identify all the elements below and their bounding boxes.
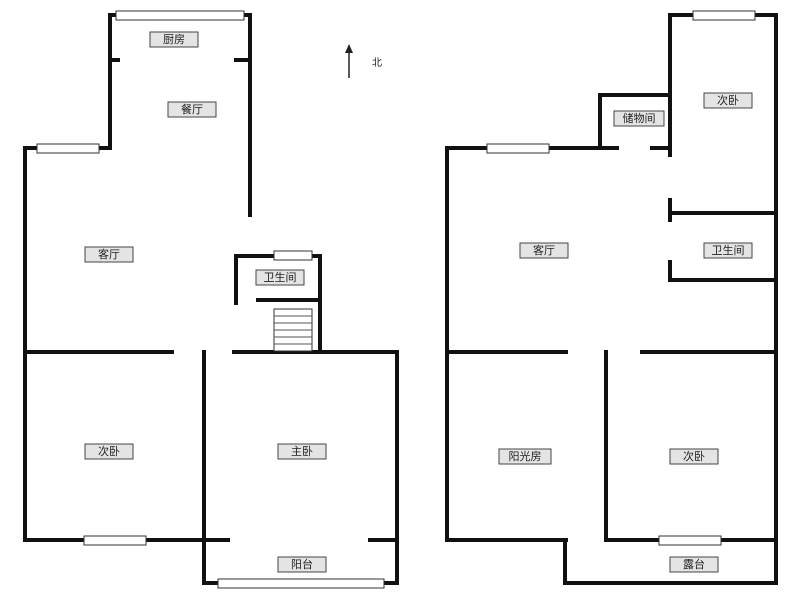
left-unit-walls bbox=[23, 13, 399, 585]
balcony-window bbox=[217, 578, 385, 589]
room-label-second-bedroom-left: 次卧 bbox=[84, 443, 134, 460]
room-label-living-right: 客厅 bbox=[519, 242, 569, 259]
room-label-kitchen-text: 厨房 bbox=[163, 33, 185, 46]
room-label-terrace: 露台 bbox=[669, 556, 719, 573]
room-label-bathroom-left: 卫生间 bbox=[255, 269, 305, 286]
room-label-second-bedroom-top: 次卧 bbox=[703, 92, 753, 109]
bathroom-window-left bbox=[273, 250, 313, 261]
north-arrow-head-icon bbox=[345, 44, 353, 53]
room-label-storage: 储物间 bbox=[613, 110, 665, 127]
room-label-second-bedroom-top-text: 次卧 bbox=[717, 93, 739, 107]
north-arrow: 北 bbox=[345, 44, 382, 78]
room-label-sunroom: 阳光房 bbox=[498, 448, 552, 465]
room-label-kitchen: 厨房 bbox=[149, 31, 199, 48]
room-label-dining: 餐厅 bbox=[167, 101, 217, 118]
bedroom-bottom-window bbox=[658, 535, 722, 546]
room-label-bathroom-left-text: 卫生间 bbox=[264, 270, 297, 284]
room-label-living-left: 客厅 bbox=[84, 246, 134, 263]
right-unit: 储物间 次卧 客厅 卫生间 阳光房 次卧 露台 bbox=[445, 10, 778, 585]
room-label-balcony: 阳台 bbox=[277, 556, 327, 573]
room-label-living-left-text: 客厅 bbox=[98, 247, 120, 261]
stairs bbox=[273, 308, 313, 352]
room-label-storage-text: 储物间 bbox=[623, 111, 656, 125]
room-label-second-bedroom-left-text: 次卧 bbox=[98, 444, 120, 458]
bedroom-top-window bbox=[692, 10, 756, 21]
room-label-bathroom-right: 卫生间 bbox=[703, 242, 753, 259]
room-label-terrace-text: 露台 bbox=[683, 557, 705, 571]
room-label-living-right-text: 客厅 bbox=[533, 243, 555, 257]
room-label-dining-text: 餐厅 bbox=[181, 102, 203, 116]
room-label-second-bedroom-bottom-text: 次卧 bbox=[683, 449, 705, 463]
room-label-bathroom-right-text: 卫生间 bbox=[712, 243, 745, 257]
living-window-left bbox=[36, 143, 100, 154]
living-window-right bbox=[486, 143, 550, 154]
room-label-balcony-text: 阳台 bbox=[291, 557, 313, 571]
bedroom-window-left bbox=[83, 535, 147, 546]
room-label-second-bedroom-bottom: 次卧 bbox=[669, 448, 719, 465]
kitchen-window bbox=[115, 10, 245, 21]
room-label-sunroom-text: 阳光房 bbox=[509, 449, 542, 463]
left-unit: 厨房 餐厅 客厅 卫生间 次卧 主卧 阳台 bbox=[23, 10, 399, 589]
north-label: 北 bbox=[372, 57, 382, 69]
room-label-master-bedroom-text: 主卧 bbox=[291, 445, 313, 458]
room-label-master-bedroom: 主卧 bbox=[277, 443, 327, 460]
